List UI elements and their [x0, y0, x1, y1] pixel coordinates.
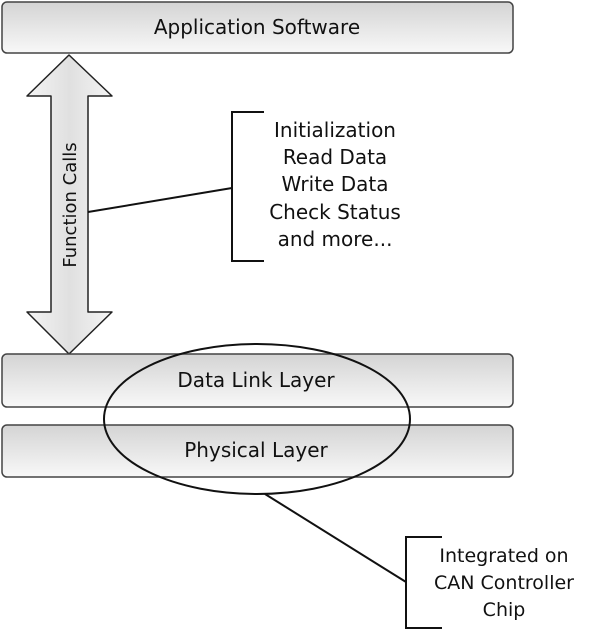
physical-layer: Physical Layer: [1, 424, 514, 478]
chip-note-line: CAN Controller: [434, 572, 574, 594]
application-software-box: [1, 1, 514, 54]
chip-note-line: Chip: [483, 599, 526, 621]
chip-note-bracket: [405, 536, 442, 629]
function-list-connector: [87, 187, 233, 213]
function-calls-label: Function Calls: [60, 142, 81, 267]
function-list-item: Write Data: [282, 172, 389, 196]
function-list-item: and more...: [278, 227, 393, 251]
data-link-layer: Data Link Layer: [1, 353, 514, 408]
physical-layer-label: Physical Layer: [184, 438, 328, 462]
application-software-label: Application Software: [154, 15, 360, 39]
function-list: Initialization Read Data Write Data Chec…: [269, 118, 401, 251]
function-list-bracket: [231, 111, 264, 262]
chip-note-line: Integrated on: [439, 545, 568, 567]
function-list-item: Initialization: [274, 118, 396, 142]
chip-note-connector: [264, 493, 407, 583]
can-controller-ellipse: [103, 343, 411, 495]
application-software-layer: Application Software: [1, 1, 514, 54]
data-link-layer-box: [1, 353, 514, 408]
physical-layer-box: [1, 424, 514, 478]
function-calls-arrow: Function Calls: [26, 54, 113, 355]
data-link-layer-label: Data Link Layer: [177, 368, 335, 392]
function-list-item: Check Status: [269, 200, 401, 224]
function-list-item: Read Data: [283, 145, 387, 169]
chip-note: Integrated on CAN Controller Chip: [434, 545, 574, 621]
